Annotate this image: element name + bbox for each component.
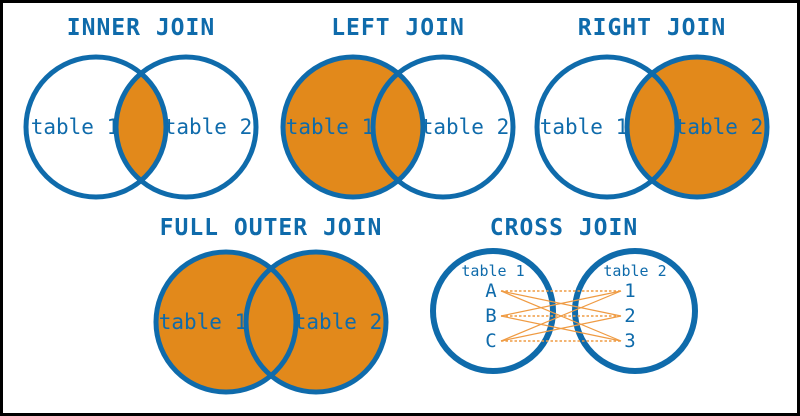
- right-circle-shaded-region: [246, 252, 386, 392]
- left-circle-border: [23, 54, 169, 200]
- left-circle-label: table 1: [286, 115, 375, 139]
- intersection-shaded-region: [116, 57, 166, 197]
- right-row-2: 2: [624, 305, 635, 327]
- left-row-b: B: [485, 305, 496, 327]
- right-join-title: RIGHT JOIN: [577, 15, 727, 41]
- right-circle-label: table 2: [421, 115, 510, 139]
- inner-join-panel: INNER JOIN table 1 table 2: [16, 9, 266, 205]
- left-circle-border: [430, 248, 556, 374]
- right-circle-border: [624, 54, 770, 200]
- inner-join-title: INNER JOIN: [66, 15, 216, 41]
- right-row-3: 3: [624, 330, 635, 352]
- right-join-panel: RIGHT JOIN table 1 table 2: [527, 9, 777, 205]
- left-row-a: A: [485, 280, 497, 302]
- left-circle-border: [153, 249, 299, 395]
- right-circle-border: [370, 54, 516, 200]
- inner-join-venn: table 1 table 2: [23, 54, 259, 200]
- right-circle-border: [572, 248, 698, 374]
- cross-join-title: CROSS JOIN: [489, 215, 639, 241]
- cross-join-connections: [500, 290, 622, 342]
- right-circle-border: [113, 54, 259, 200]
- cross-join-line: [500, 290, 622, 342]
- left-circle-label: table 1: [540, 115, 629, 139]
- left-join-venn: table 1 table 2: [280, 54, 516, 200]
- left-circle-label: table 1: [461, 262, 524, 280]
- right-circle-shaded-region: [627, 57, 767, 197]
- cross-join-panel: CROSS JOIN table 1 table 2 A B C 1: [430, 209, 698, 405]
- right-circle-label: table 2: [294, 310, 383, 334]
- left-circle-label: table 1: [159, 310, 248, 334]
- full-outer-join-venn: table 1 table 2: [153, 249, 389, 395]
- right-circle-label: table 2: [603, 262, 666, 280]
- full-outer-join-panel: FULL OUTER JOIN table 1 table 2: [146, 209, 396, 405]
- right-circle-label: table 2: [675, 115, 764, 139]
- left-circle-border: [534, 54, 680, 200]
- right-circle-label: table 2: [164, 115, 253, 139]
- left-circle-border: [280, 54, 426, 200]
- left-join-panel: LEFT JOIN table 1 table 2: [273, 9, 523, 205]
- right-circle-border: [243, 249, 389, 395]
- left-row-c: C: [485, 330, 496, 352]
- left-circle-shaded-region: [283, 57, 423, 197]
- right-row-1: 1: [624, 280, 635, 302]
- right-join-venn: table 1 table 2: [534, 54, 770, 200]
- left-circle-label: table 1: [31, 115, 120, 139]
- cross-join-line: [500, 315, 622, 342]
- left-join-title: LEFT JOIN: [331, 15, 465, 41]
- cross-join-figure: table 1 table 2 A B C 1 2 3: [430, 248, 698, 374]
- cross-join-line: [500, 290, 622, 317]
- full-outer-join-title: FULL OUTER JOIN: [159, 215, 383, 241]
